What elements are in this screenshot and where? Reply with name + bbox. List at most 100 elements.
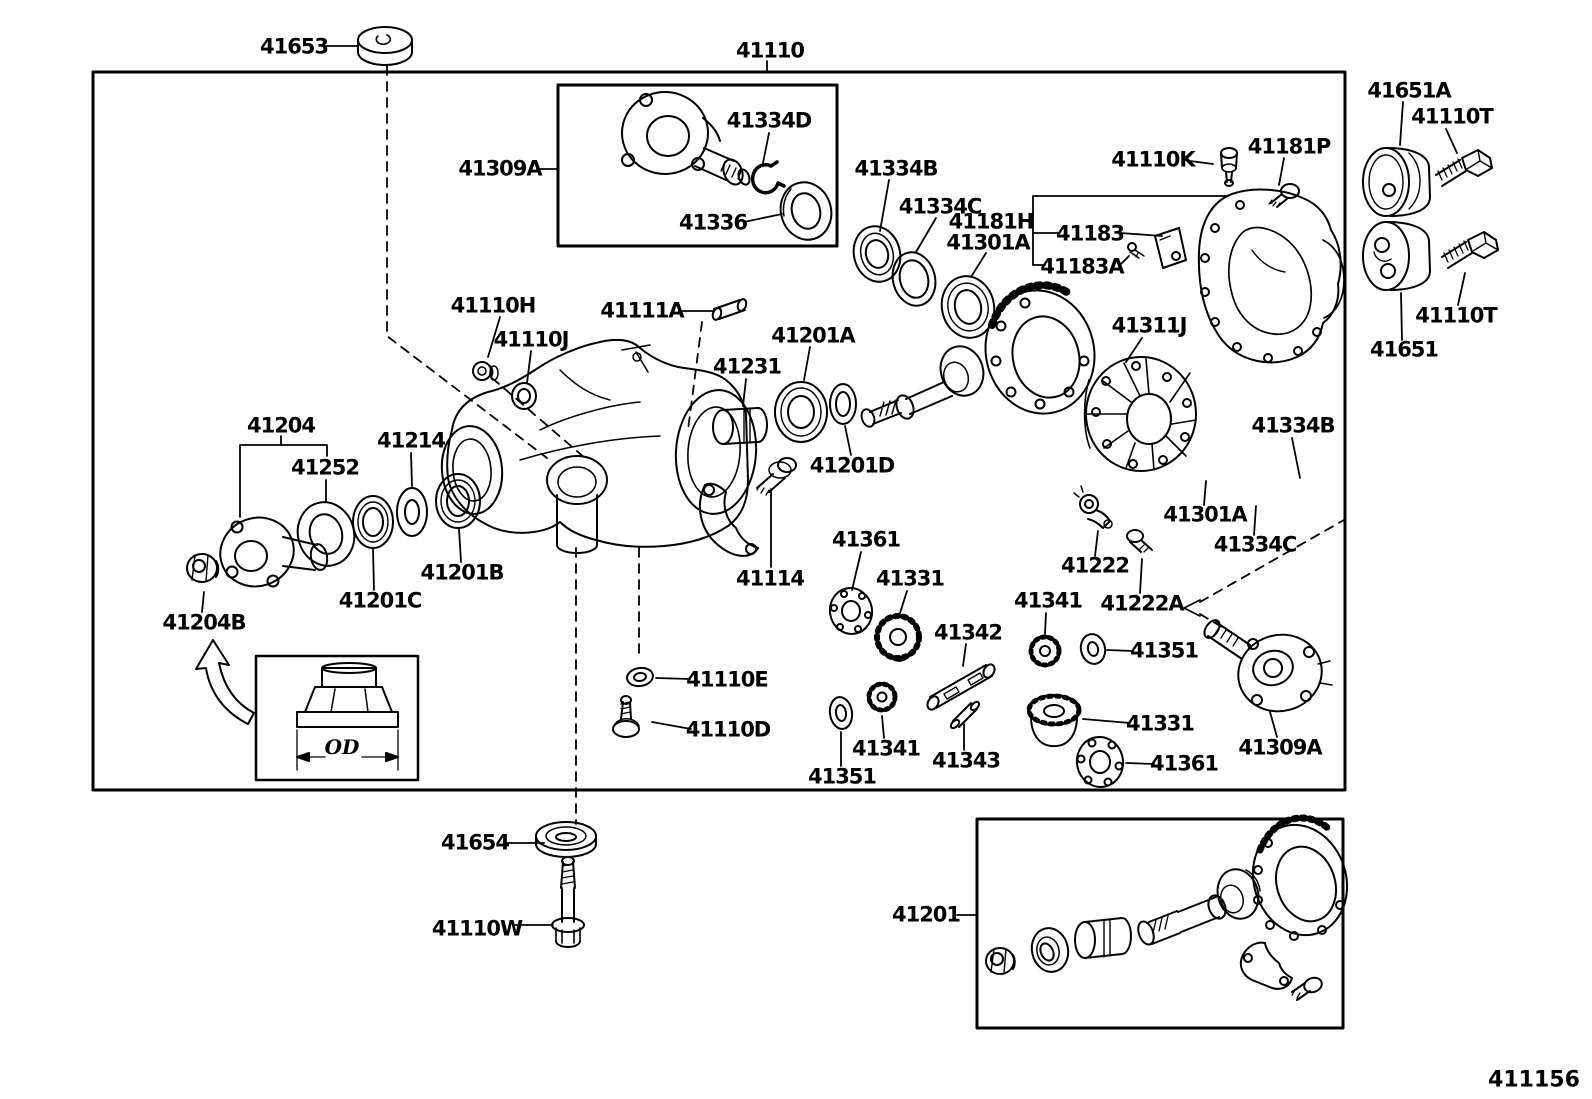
part-label-41110W: 41110W [431,916,523,941]
wire-clamp-41183-drawing [1154,227,1187,269]
part-label-41110: 41110 [735,38,805,63]
od-nut-drawing [296,662,399,771]
part-label-41204B: 41204B [162,610,246,635]
part-label-41114: 41114 [735,566,805,591]
drive-pinion-drawing [860,345,985,428]
part-label-41183: 41183 [1055,221,1125,246]
side-bearing-41334b-upper-drawing [852,225,902,283]
washer-41214-drawing [396,487,428,537]
kit-washer-drawing [1030,927,1070,973]
bearing-41201c-drawing [352,495,394,549]
screw-41183a-drawing [1127,242,1145,259]
cushion-washer-41654-drawing [535,821,597,858]
part-label-41214: 41214 [376,428,446,453]
part-label-41351: 41351 [1129,638,1199,663]
part-label-41110H: 41110H [450,293,537,318]
part-label-41301A: 41301A [1163,502,1247,527]
bearing-41301a-upper-drawing [940,275,996,339]
gasket-41110e-drawing [626,666,654,688]
bearing-41201a-drawing [774,381,828,443]
od-dimension-label: OD [324,735,360,759]
part-label-41231: 41231 [712,354,782,379]
thrust-washer-41361-upper-drawing [828,587,874,635]
breather-plug-drawing [1220,147,1238,187]
part-label-41309A: 41309A [458,156,542,181]
mount-bolt-bottom-drawing [1441,231,1499,269]
flange-41204-drawing [219,516,329,588]
od-nut-inset-box [254,654,420,782]
diff-case-drawing [1083,356,1197,472]
part-label-41336: 41336 [678,210,748,235]
kit-ring-gear-drawing [1251,814,1349,941]
part-label-41201: 41201 [891,902,961,927]
cushion-41651a-drawing [1362,147,1431,217]
part-label-41341: 41341 [851,736,921,761]
bolt-41110w-drawing [551,856,585,948]
part-label-41201B: 41201B [420,560,504,585]
part-label-41334B: 41334B [1251,413,1335,438]
part-label-41110E: 41110E [686,667,768,692]
seal-41252-drawing [296,501,356,567]
part-label-41653: 41653 [259,34,329,59]
part-label-41343: 41343 [931,748,1001,773]
part-label-41341: 41341 [1013,588,1083,613]
kit-spacer-drawing [1074,917,1132,959]
part-label-41183A: 41183A [1040,254,1124,279]
part-label-41331: 41331 [1125,711,1195,736]
part-label-41351: 41351 [807,764,877,789]
pin-41111a-drawing [711,298,748,321]
carrier-cover-drawing [1197,188,1345,364]
part-label-41331: 41331 [875,566,945,591]
figure-code: 411156 [1488,1067,1580,1093]
cushion-41651-drawing [1362,221,1431,291]
washer-41351-upper-drawing [1079,633,1107,665]
thrust-washer-41361-lower-drawing [1075,736,1125,788]
part-label-41222: 41222 [1060,553,1130,578]
carrier-housing-drawing [440,339,758,554]
washer-41110j-drawing [511,382,537,410]
part-label-41110K: 41110K [1111,147,1195,172]
part-label-41334B: 41334B [854,156,938,181]
bearing-41201b-drawing [435,473,481,529]
part-label-41111A: 41111A [600,298,684,323]
washer-41201d-drawing [829,383,857,425]
part-label-41201C: 41201C [338,588,422,613]
spacer-41231-drawing [712,407,768,445]
ring-gear-drawing [984,281,1096,415]
companion-flange-drawing [621,91,751,186]
pointer-arrowhead [1183,599,1201,617]
part-label-41110T: 41110T [1411,104,1493,129]
part-label-41361: 41361 [1149,751,1219,776]
part-label-41301A: 41301A [946,230,1030,255]
breather-cap-drawing [357,26,413,66]
pinion-shaft-41342-drawing [926,663,996,711]
kit-nut-drawing [985,947,1016,975]
side-gear-shaft-drawing [1203,619,1333,713]
washer-41351-lower-drawing [828,696,854,730]
final-gear-kit-box [975,817,1345,1030]
part-label-41110J: 41110J [493,327,570,352]
sensor-41222-drawing [1073,485,1113,529]
reference-curved-arrow [195,639,255,725]
pinion-gear-41341-upper-drawing [1028,634,1062,668]
part-label-41334C: 41334C [898,194,982,219]
assembly-dashed-lines [386,65,1345,825]
part-label-41201A: 41201A [771,323,855,348]
race-41334c-upper-drawing [891,251,937,307]
part-label-41252: 41252 [290,455,360,480]
plug-41110d-drawing [612,695,640,738]
part-label-41334D: 41334D [726,108,812,133]
part-label-41181P: 41181P [1247,134,1331,159]
bolt-41222a-drawing [1126,529,1153,553]
part-label-41311J: 41311J [1111,313,1188,338]
bearing-cap-bolt-drawing [756,457,797,496]
part-label-41204: 41204 [246,413,316,438]
part-label-41222A: 41222A [1100,591,1184,616]
part-label-41651: 41651 [1369,337,1439,362]
kit-bearing-cap-drawing [1239,941,1293,990]
part-label-41334C: 41334C [1213,532,1297,557]
kit-pinion-drawing [1137,868,1261,946]
snap-ring-drawing [750,160,786,195]
pin-41343-drawing [949,700,981,730]
